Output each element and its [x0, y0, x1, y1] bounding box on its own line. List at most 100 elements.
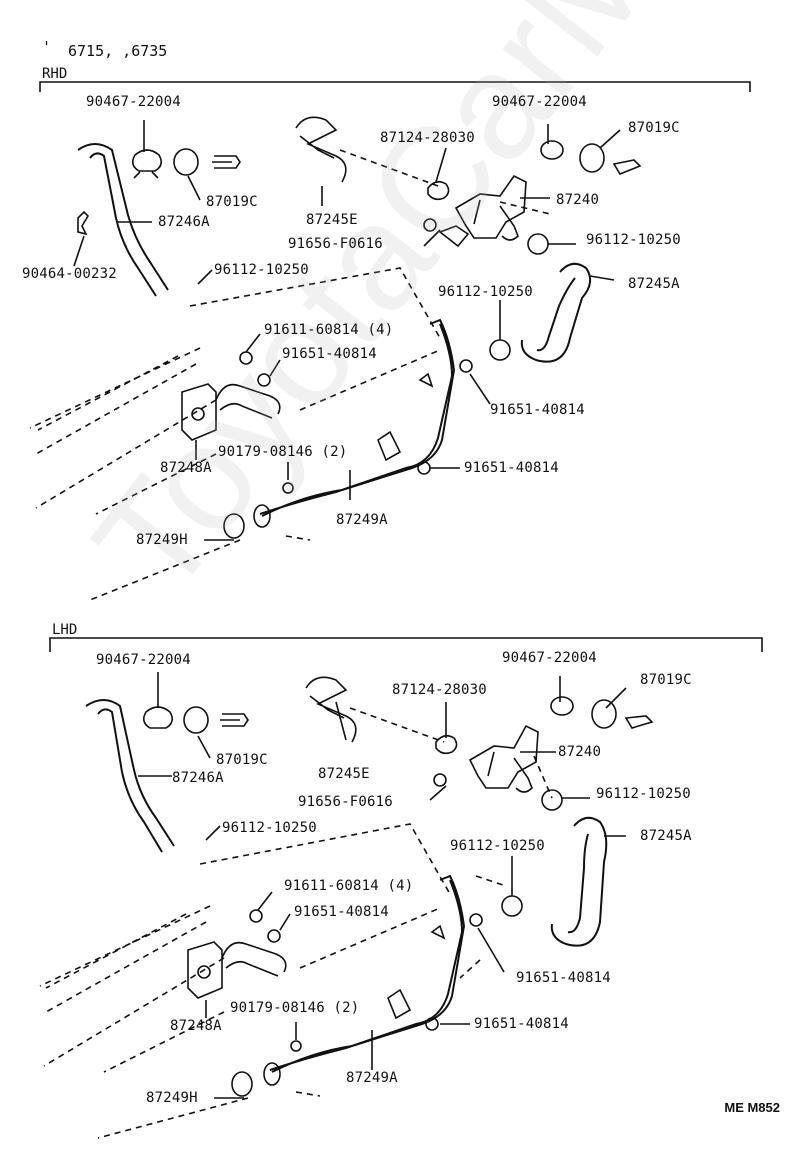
lhd-hose-clamp-2 — [501, 895, 523, 917]
lhd-hose-clamp-1 — [541, 789, 563, 811]
rhd-bolt-marker-3 — [257, 373, 271, 387]
rhd-section-title: RHD — [42, 66, 68, 82]
rhd-label-grommet2: 87019C — [628, 120, 680, 136]
rhd-clamp-90467-2 — [540, 140, 564, 160]
lhd-grommet-2 — [591, 699, 617, 729]
lhd-label-bolt5: 91651-40814 — [294, 904, 389, 920]
rhd-label-clamp-a: 87124-28030 — [380, 130, 475, 146]
lhd-pipe-87249a — [269, 874, 466, 1073]
rhd-pipe-bracket — [377, 372, 434, 462]
lhd-clamp-90467-1 — [142, 706, 174, 729]
rhd-nut-marker — [282, 482, 294, 494]
lhd-hose-87245e — [305, 676, 357, 743]
rhd-clamp-90467-1 — [131, 149, 163, 179]
lhd-frame — [49, 637, 763, 652]
rhd-label-clamp2: 90467-22004 — [492, 94, 587, 110]
rhd-valve-fitting — [438, 225, 470, 248]
lhd-label-plate: 87248A — [170, 1018, 222, 1034]
rhd-label-pipe: 87249A — [336, 512, 388, 528]
lhd-label-bolt4: 91611-60814 (4) — [284, 878, 414, 894]
lhd-gasket-87249h — [231, 1071, 253, 1097]
lhd-label-bolt7: 91651-40814 — [474, 1016, 569, 1032]
model-codes: 6715, ,6735 — [68, 42, 168, 60]
rhd-clamp-87124 — [427, 180, 450, 201]
lhd-section-title: LHD — [52, 622, 78, 638]
lhd-label-gasket: 87249H — [146, 1090, 198, 1106]
rhd-label-hclamp1: 96112-10250 — [586, 232, 681, 248]
lhd-label-hclamp3: 96112-10250 — [450, 838, 545, 854]
lhd-label-grommet1: 87019C — [216, 752, 268, 768]
lhd-label-hclamp2: 96112-10250 — [222, 820, 317, 836]
lhd-plate-87248a — [187, 941, 223, 999]
rhd-label-plate: 87248A — [160, 460, 212, 476]
rhd-label-bolt-f: 91656-F0616 — [288, 236, 383, 252]
rhd-hose-clamp-2 — [489, 339, 511, 361]
lhd-pipe-bracket — [387, 924, 446, 1020]
rhd-grommet-1 — [173, 148, 199, 176]
rhd-valve-87240 — [454, 174, 527, 241]
lhd-label-hose-245a: 87245A — [640, 828, 692, 844]
rhd-plate-87248a — [181, 383, 217, 441]
lhd-label-clamp2: 90467-22004 — [502, 650, 597, 666]
rhd-label-gasket: 87249H — [136, 532, 188, 548]
rhd-label-hclamp3: 96112-10250 — [438, 284, 533, 300]
rhd-grommet-2 — [579, 143, 605, 173]
lhd-leaders — [138, 672, 627, 1099]
rhd-label-clip: 90464-00232 — [22, 266, 117, 282]
rhd-label-bolt6: 91651-40814 — [490, 402, 585, 418]
rhd-label-bolt7: 91651-40814 — [464, 460, 559, 476]
rhd-label-bolt5: 91651-40814 — [282, 346, 377, 362]
lhd-valve-87240 — [468, 724, 539, 793]
rhd-label-nut2: 90179-08146 (2) — [218, 444, 348, 460]
lhd-elbow-pipe — [221, 941, 287, 977]
lhd-label-valve: 87240 — [558, 744, 602, 760]
lhd-label-hose-e: 87245E — [318, 766, 370, 782]
lhd-bolt-marker-3 — [267, 929, 281, 943]
lhd-plug-1 — [220, 713, 249, 727]
lhd-clamp-90467-2 — [550, 696, 574, 716]
rhd-label-valve: 87240 — [556, 192, 600, 208]
rhd-label-hose-245a: 87245A — [628, 276, 680, 292]
rhd-label-hclamp2: 96112-10250 — [214, 262, 309, 278]
lhd-bolt-marker-2 — [249, 909, 263, 923]
rhd-leaders — [73, 120, 621, 541]
rhd-flange-end — [253, 504, 271, 528]
rhd-clip-90464 — [77, 210, 90, 236]
rhd-hose-87245a — [520, 262, 592, 363]
rhd-bolt-marker-1 — [423, 218, 437, 232]
lhd-hose-87245a — [550, 816, 608, 947]
lhd-clamp-87124 — [435, 734, 458, 755]
rhd-hose-clamp-1 — [527, 233, 549, 255]
rhd-label-hose-e: 87245E — [306, 212, 358, 228]
lhd-flange-end — [263, 1062, 281, 1086]
rhd-frame — [39, 81, 751, 92]
rhd-dashed-lines — [29, 149, 551, 601]
rhd-plug-1 — [212, 155, 241, 169]
rhd-hose-87245e — [295, 116, 347, 183]
rhd-elbow-pipe — [215, 383, 281, 419]
lhd-label-nut2: 90179-08146 (2) — [230, 1000, 360, 1016]
lhd-label-hclamp1: 96112-10250 — [596, 786, 691, 802]
lhd-label-clamp1: 90467-22004 — [96, 652, 191, 668]
rhd-label-bolt4: 91611-60814 (4) — [264, 322, 394, 338]
lhd-label-bolt-f: 91656-F0616 — [298, 794, 393, 810]
lhd-bolt-marker-1 — [433, 773, 447, 787]
rhd-bolt-marker-2 — [239, 351, 253, 365]
rhd-label-clamp1: 90467-22004 — [86, 94, 181, 110]
rhd-hose-87246a — [77, 143, 169, 297]
rhd-label-grommet1: 87019C — [206, 194, 258, 210]
rhd-bolt-marker-5 — [417, 461, 431, 475]
lhd-bolt-marker-5 — [425, 1017, 439, 1031]
lhd-label-grommet2: 87019C — [640, 672, 692, 688]
lhd-label-clamp-a: 87124-28030 — [392, 682, 487, 698]
lhd-dashed-lines — [39, 707, 553, 1139]
rhd-plug-2 — [612, 159, 642, 175]
lhd-label-bolt6: 91651-40814 — [516, 970, 611, 986]
lhd-nut-marker — [290, 1040, 302, 1052]
lhd-plug-2 — [624, 715, 654, 729]
lhd-hose-87246a — [85, 699, 175, 853]
lhd-label-hose-a: 87246A — [172, 770, 224, 786]
rhd-label-hose-a: 87246A — [158, 214, 210, 230]
lhd-bolt-marker-4 — [469, 913, 483, 927]
